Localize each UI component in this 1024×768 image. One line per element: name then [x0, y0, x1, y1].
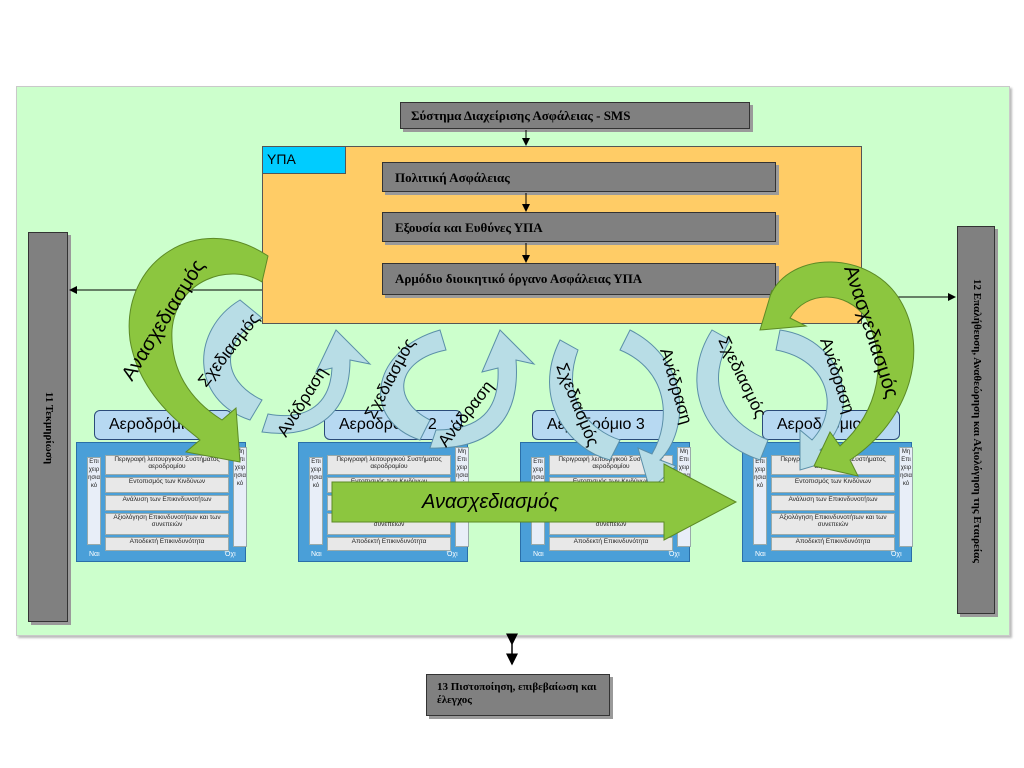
no-label: Όχι: [669, 551, 680, 558]
process-step: Αποδεκτή Επικινδυνότητα: [771, 537, 895, 551]
upa-tag: ΥΠΑ: [262, 146, 346, 174]
sms-title-box: Σύστημα Διαχείρισης Ασφάλειας - SMS: [400, 102, 750, 129]
upa-box-safety-body: Αρμόδιο διοικητικό όργανο Ασφάλειας ΥΠΑ: [382, 263, 776, 295]
aerodrome-panel: Περιγραφή λειτουργικού Συστήματος αεροδρ…: [76, 442, 247, 562]
process-step: Αποδεκτή Επικινδυνότητα: [105, 537, 229, 551]
certification-label: 13 Πιστοποίηση, επιβεβαίωση και έλεγχος: [437, 681, 597, 706]
process-step: Εντοπισμός των Κινδύνων: [105, 477, 229, 493]
yes-label: Ναι: [755, 551, 766, 558]
blue-loop-1: [203, 299, 372, 434]
process-step: Αξιολόγηση Επικινδυνοτήτων και των συνεπ…: [771, 513, 895, 535]
operational-side: Επιχειρησιακό: [87, 457, 101, 545]
process-step: Αποδεκτή Επικινδυνότητα: [549, 537, 673, 551]
process-step: Ανάλυση των Επικινδυνοτήτων: [105, 495, 229, 511]
process-step: Ανάλυση των Επικινδυνοτήτων: [771, 495, 895, 511]
upa-box-policy: Πολιτική Ασφάλειας: [382, 162, 776, 192]
upa-box-authority-label: Εξουσία και Ευθύνες ΥΠΑ: [395, 220, 543, 235]
no-label: Όχι: [225, 551, 236, 558]
yes-label: Ναι: [311, 551, 322, 558]
process-step: Περιγραφή λειτουργικού Συστήματος αεροδρ…: [105, 455, 229, 475]
process-step: Περιγραφή λειτουργικού Συστήματος αεροδρ…: [327, 455, 451, 475]
process-step: Εντοπισμός των Κινδύνων: [771, 477, 895, 493]
verification-box: 12 Επαλήθευση, Αναθεώρηση και Αξιολόγηση…: [957, 226, 995, 614]
process-step: Αποδεκτή Επικινδυνότητα: [327, 537, 451, 551]
no-label: Όχι: [891, 551, 902, 558]
aerodrome-process: Περιγραφή λειτουργικού Συστήματος αεροδρ…: [105, 449, 229, 551]
upa-box-safety-body-label: Αρμόδιο διοικητικό όργανο Ασφάλειας ΥΠΑ: [395, 271, 643, 286]
operational-side: Επιχειρησιακό: [309, 457, 323, 545]
upa-box-policy-label: Πολιτική Ασφάλειας: [395, 170, 510, 185]
process-step: Αξιολόγηση Επικινδυνοτήτων και των συνεπ…: [105, 513, 229, 535]
blue-loop-2: [380, 329, 536, 449]
certification-box: 13 Πιστοποίηση, επιβεβαίωση και έλεγχος: [426, 674, 610, 716]
no-label: Όχι: [447, 551, 458, 558]
green-loop-right: [759, 261, 915, 477]
documentation-box: 11 Τεκμηρίωση: [28, 232, 68, 622]
loop-label-redesign-center: Ανασχεδιασμός: [421, 491, 559, 513]
yes-label: Ναι: [89, 551, 100, 558]
non-operational-side: Μη Επιχειρησιακό: [899, 447, 913, 547]
blue-loop-3: [549, 329, 681, 491]
upa-box-authority: Εξουσία και Ευθύνες ΥΠΑ: [382, 212, 776, 242]
operational-side: Επιχειρησιακό: [753, 457, 767, 545]
sms-title: Σύστημα Διαχείρισης Ασφάλειας - SMS: [411, 108, 631, 123]
yes-label: Ναι: [533, 551, 544, 558]
upa-label: ΥΠΑ: [267, 151, 296, 167]
green-arrow-horizontal: [331, 463, 738, 541]
green-loop-left: [128, 238, 269, 463]
